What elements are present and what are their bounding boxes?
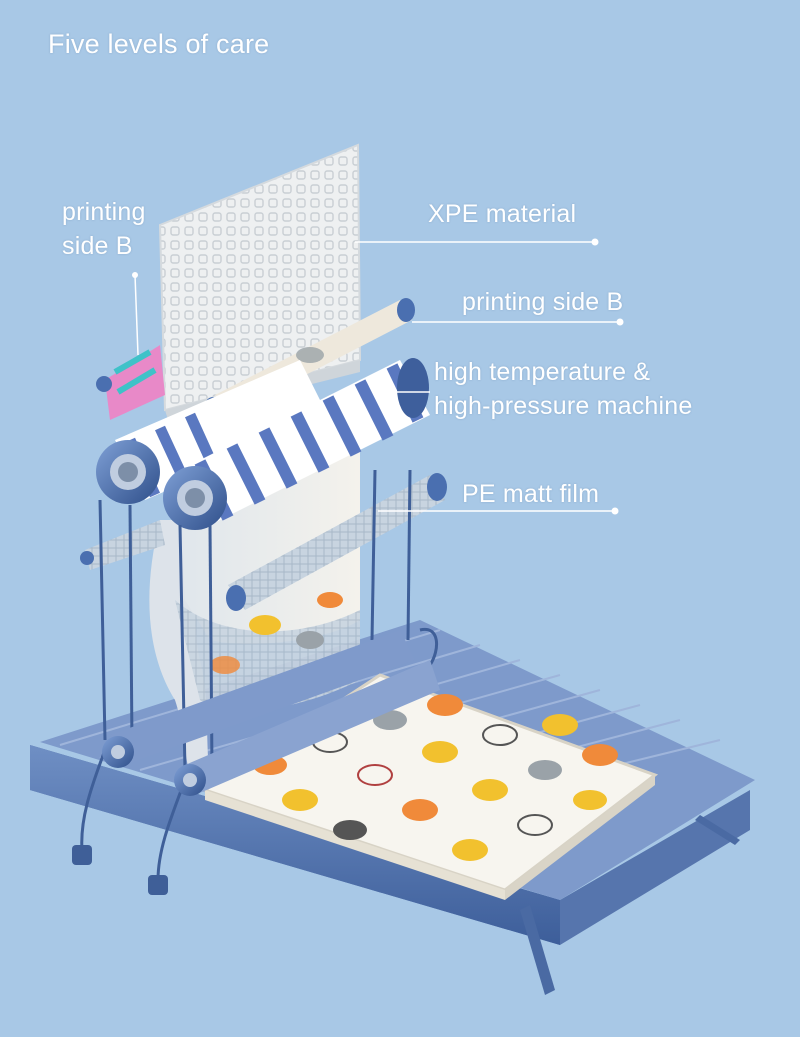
lower-rollers: [72, 630, 440, 895]
label-printing-side-b: printing side B: [462, 288, 624, 316]
whale-pattern: [253, 694, 618, 861]
pe-film-roller: [80, 473, 447, 611]
pressure-rollers: [96, 358, 430, 530]
label-printing-side-b-left: printing side B: [62, 198, 146, 260]
label-machine-line1: high temperature &: [434, 358, 651, 386]
leader-lines: [134, 241, 620, 512]
leader-dots: [132, 238, 624, 515]
page-title: Five levels of care: [48, 29, 270, 59]
label-xpe-material: XPE material: [428, 200, 577, 228]
left-print-roller: [96, 345, 165, 420]
label-machine-line2: high-pressure machine: [434, 391, 693, 420]
label-machine: high temperature & high-pressure machine: [434, 356, 693, 424]
label-pe-matt-film: PE matt film: [462, 480, 600, 508]
